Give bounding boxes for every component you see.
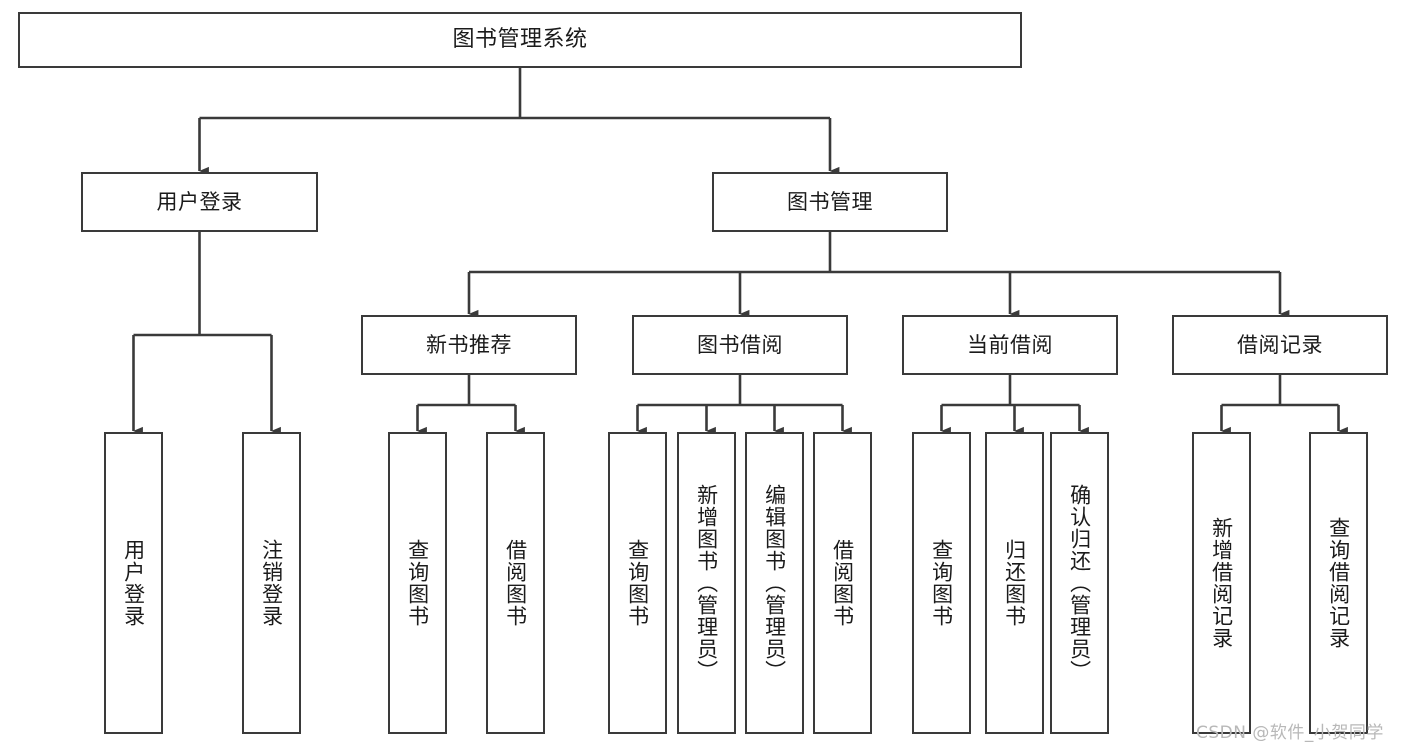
node-label-leaf-logout: 注销登录 [259,539,284,627]
node-root[interactable]: 图书管理系统 [18,12,1022,68]
node-label-leaf-borrow-book: 借阅图书 [830,539,855,627]
node-label-leaf-user-login: 用户登录 [121,539,146,627]
node-label-borrow-record: 借阅记录 [1237,332,1323,357]
node-leaf-query-book[interactable]: 查询图书 [608,432,667,734]
node-label-book-manage: 图书管理 [787,189,873,214]
node-leaf-query-book-rec[interactable]: 查询图书 [388,432,447,734]
node-label-leaf-edit-book: 编辑图书（管理员） [762,484,787,682]
node-book-manage[interactable]: 图书管理 [712,172,948,232]
node-label-user-login: 用户登录 [156,189,243,214]
node-leaf-query-book-cur[interactable]: 查询图书 [912,432,971,734]
node-leaf-return-book[interactable]: 归还图书 [985,432,1044,734]
node-label-root: 图书管理系统 [452,27,588,53]
node-label-leaf-borrow-book-rec: 借阅图书 [503,539,528,627]
node-leaf-add-book[interactable]: 新增图书（管理员） [677,432,736,734]
node-leaf-add-record[interactable]: 新增借阅记录 [1192,432,1251,734]
node-label-leaf-query-record: 查询借阅记录 [1326,517,1351,649]
node-leaf-confirm-return[interactable]: 确认归还（管理员） [1050,432,1109,734]
node-borrow-record[interactable]: 借阅记录 [1172,315,1388,375]
node-new-book-rec[interactable]: 新书推荐 [361,315,577,375]
node-user-login[interactable]: 用户登录 [81,172,318,232]
node-label-new-book-rec: 新书推荐 [426,332,512,357]
node-label-leaf-add-book: 新增图书（管理员） [694,484,719,682]
node-label-leaf-query-book: 查询图书 [625,539,650,627]
node-label-leaf-query-book-cur: 查询图书 [929,539,954,627]
node-leaf-logout[interactable]: 注销登录 [242,432,301,734]
node-leaf-query-record[interactable]: 查询借阅记录 [1309,432,1368,734]
node-label-book-borrow: 图书借阅 [697,332,783,357]
node-leaf-borrow-book-rec[interactable]: 借阅图书 [486,432,545,734]
node-label-leaf-add-record: 新增借阅记录 [1209,517,1234,649]
node-label-current-borrow: 当前借阅 [967,332,1053,357]
node-label-leaf-query-book-rec: 查询图书 [405,539,430,627]
node-leaf-user-login[interactable]: 用户登录 [104,432,163,734]
node-current-borrow[interactable]: 当前借阅 [902,315,1118,375]
node-leaf-edit-book[interactable]: 编辑图书（管理员） [745,432,804,734]
node-leaf-borrow-book[interactable]: 借阅图书 [813,432,872,734]
node-label-leaf-return-book: 归还图书 [1002,539,1027,627]
node-label-leaf-confirm-return: 确认归还（管理员） [1067,484,1092,682]
node-book-borrow[interactable]: 图书借阅 [632,315,848,375]
